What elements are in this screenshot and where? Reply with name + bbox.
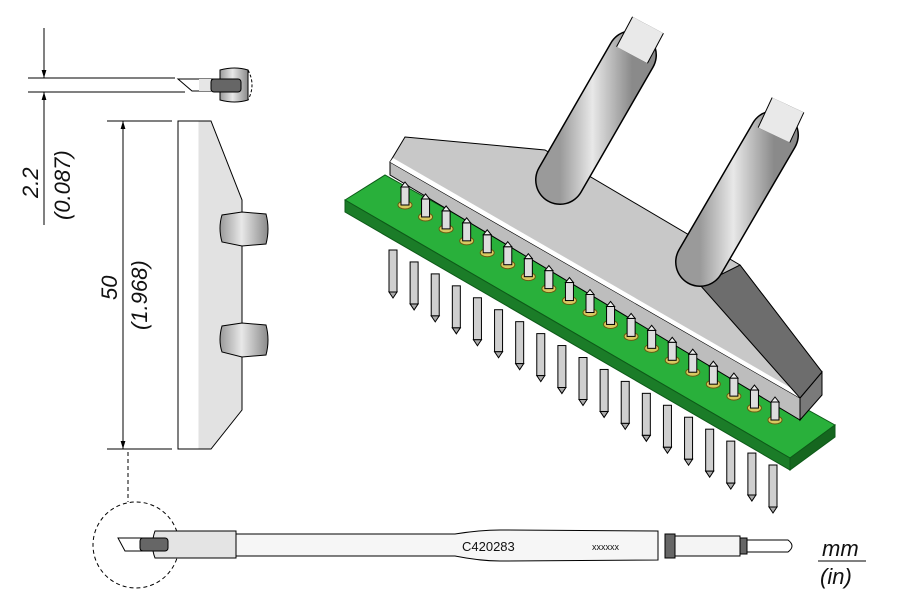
pin-top: [726, 372, 742, 401]
pin-bottom: [493, 309, 504, 359]
pin-top: [603, 300, 619, 329]
pin-bottom: [388, 249, 398, 299]
thickness-mm: 2.2: [18, 167, 43, 199]
pin-top: [685, 348, 701, 377]
tool-side-view: C420283 xxxxxx: [117, 529, 793, 562]
pin-top: [520, 252, 536, 282]
pin-bottom: [746, 452, 757, 502]
lower-pins: [388, 249, 778, 514]
length-in: (1.968): [127, 260, 152, 330]
thickness-dimension: 2.2 (0.087): [18, 28, 185, 225]
pin-bottom: [578, 357, 588, 407]
pin-top: [582, 288, 598, 317]
unit-mm: mm: [822, 536, 859, 561]
pin-bottom: [620, 380, 631, 431]
pin-bottom: [683, 416, 694, 467]
pin-top: [541, 264, 557, 294]
pin-bottom: [725, 440, 736, 491]
blade-front-view: [177, 120, 269, 450]
pin-bottom: [556, 345, 567, 395]
pin-top: [767, 396, 783, 425]
pin-top: [664, 336, 680, 365]
pin-bottom: [409, 261, 420, 311]
tip-side-view: [176, 67, 253, 103]
pin-top: [644, 324, 660, 353]
pin-top: [418, 193, 434, 222]
pin-bottom: [472, 297, 483, 347]
upper-pins: [397, 181, 783, 425]
pin-top: [561, 276, 577, 306]
pin-top: [500, 240, 516, 270]
part-number: C420283: [462, 539, 515, 554]
pin-bottom: [514, 321, 525, 371]
length-mm: 50: [97, 275, 122, 300]
pin-bottom: [768, 464, 778, 514]
pin-bottom: [599, 368, 610, 419]
units-legend: mm (in): [818, 536, 866, 589]
pin-top: [746, 384, 762, 413]
pin-bottom: [704, 428, 715, 479]
thickness-in: (0.087): [50, 150, 75, 220]
pin-bottom: [430, 273, 441, 323]
pin-bottom: [641, 392, 652, 443]
pin-bottom: [662, 404, 673, 455]
pin-top: [397, 181, 413, 210]
pin-top: [479, 228, 495, 258]
pin-bottom: [451, 285, 462, 335]
pin-top: [623, 312, 639, 341]
pin-bottom: [535, 333, 546, 383]
length-dimension: 50 (1.968): [97, 120, 172, 450]
tool-3d-view: [344, 16, 836, 514]
unit-in: (in): [820, 564, 852, 589]
pin-top: [438, 205, 454, 234]
pin-top: [705, 360, 721, 389]
pin-top: [459, 217, 475, 246]
serial-placeholder: xxxxxx: [592, 542, 620, 552]
